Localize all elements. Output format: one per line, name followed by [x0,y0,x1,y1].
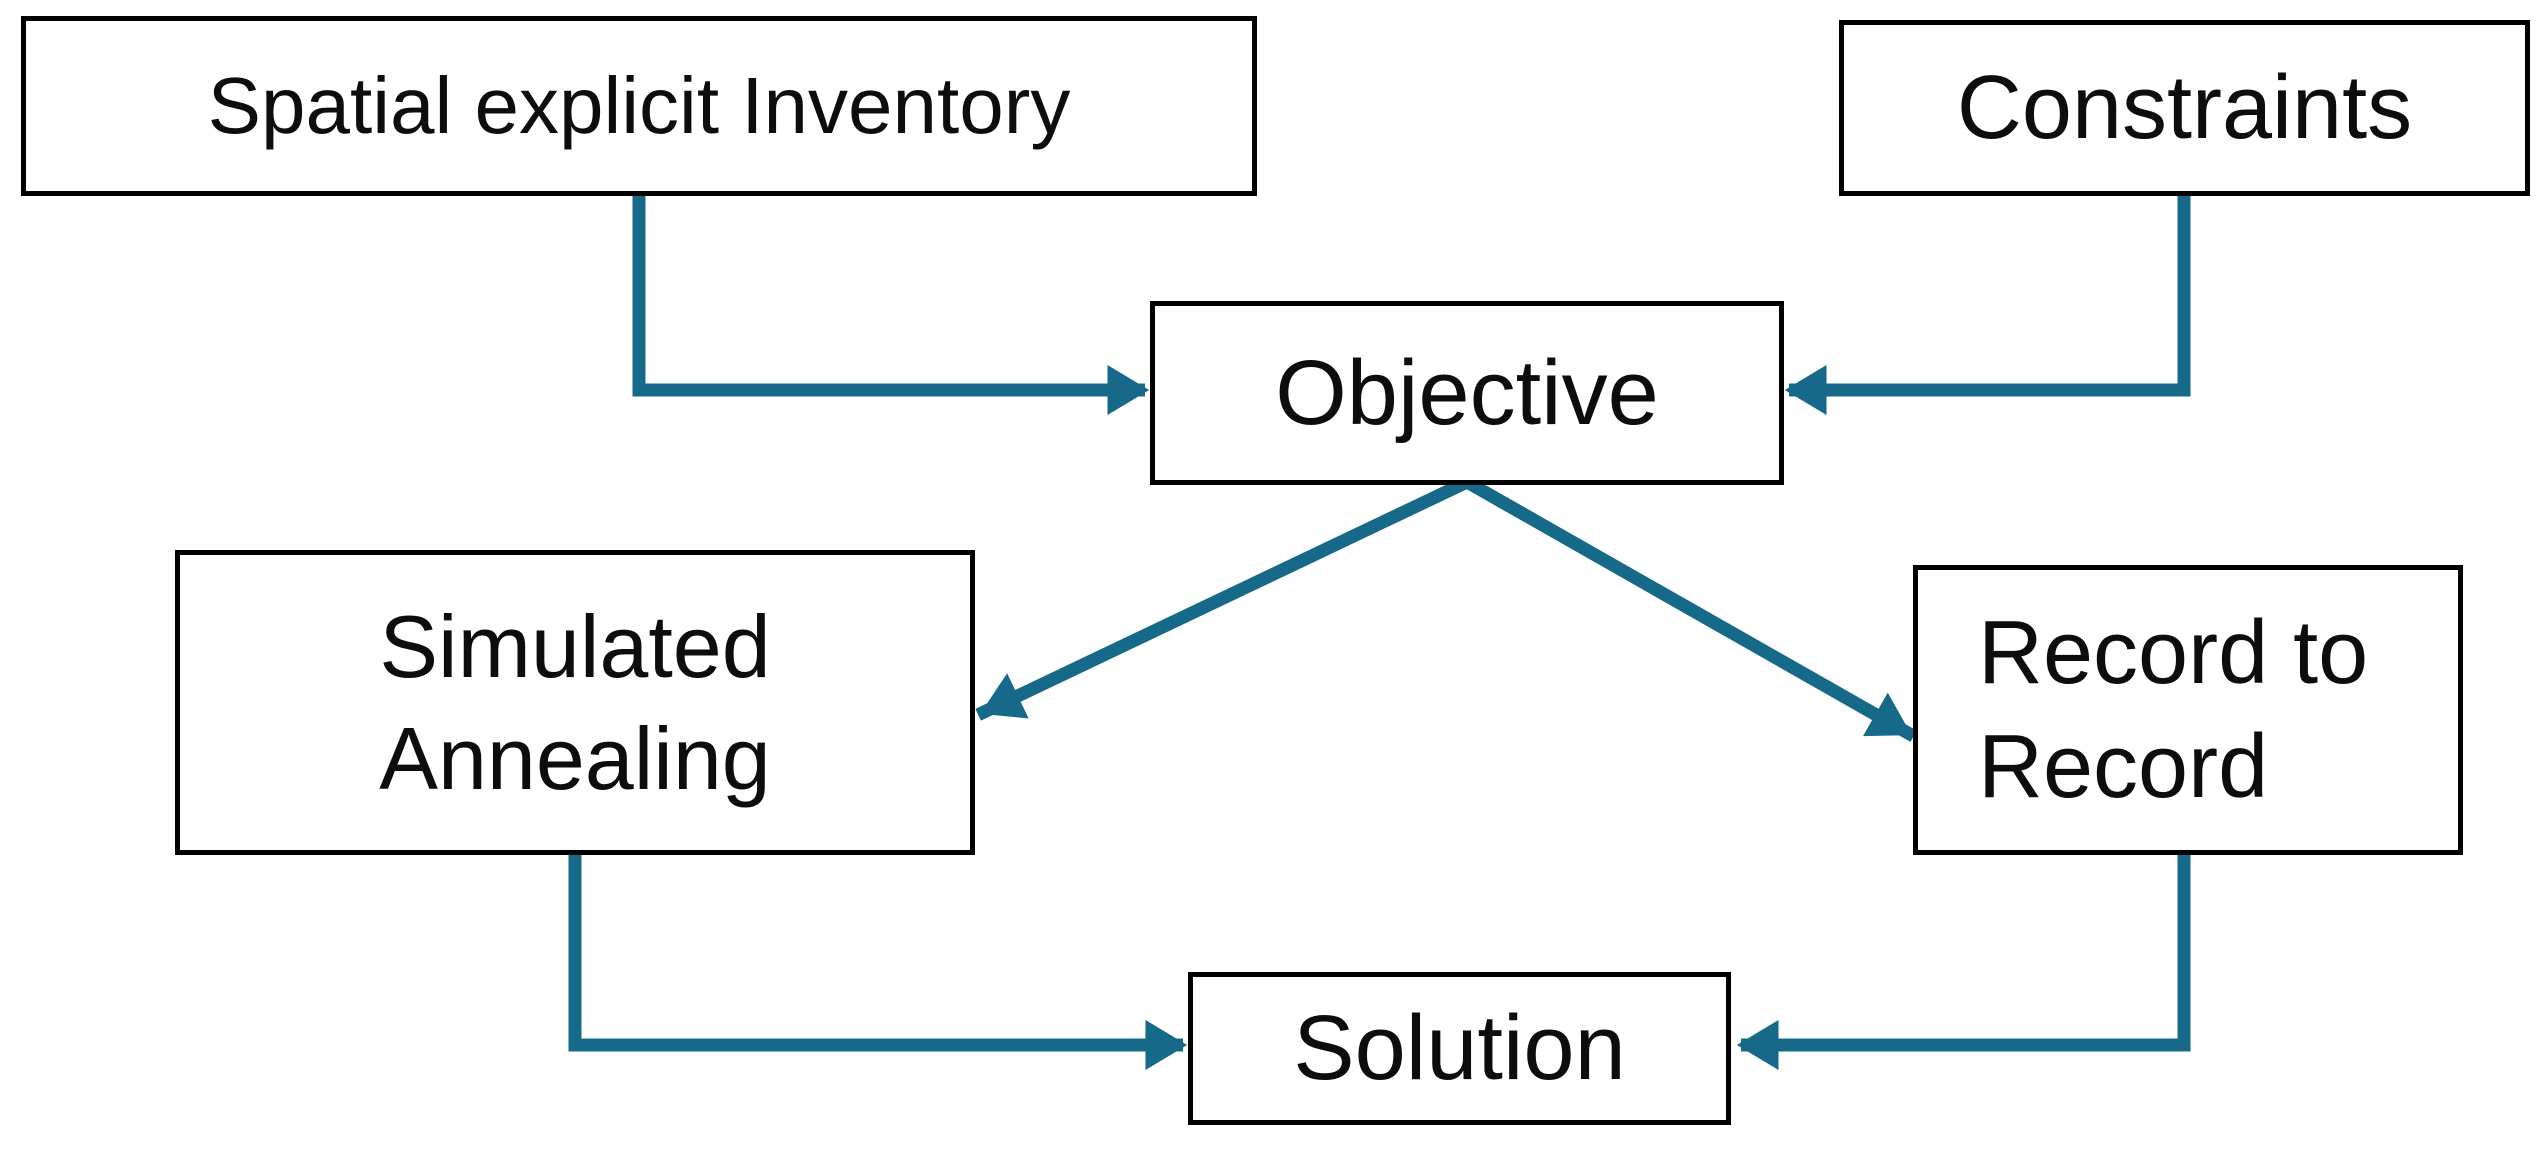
node-record-to-record-label: Record to Record [1978,602,2369,817]
node-simulated-annealing-label: Simulated Annealing [379,596,771,808]
edge-objective-to-record-to-record [1458,473,1917,742]
edge-record-to-record-to-solution [1736,855,2191,1071]
edge-constraints-to-objective [1784,196,2191,416]
edge-objective-to-simulated-annealing [975,473,1476,721]
node-objective-label: Objective [1275,341,1659,444]
node-solution: Solution [1188,972,1731,1125]
node-spatial-explicit-inventory: Spatial explicit Inventory [21,16,1257,196]
node-constraints: Constraints [1839,20,2530,196]
node-simulated-annealing: Simulated Annealing [175,550,975,855]
node-record-to-record: Record to Record [1913,565,2463,855]
node-objective: Objective [1150,301,1784,485]
edge-spatial-inventory-to-objective [632,196,1150,416]
edge-simulated-annealing-to-solution [568,855,1188,1071]
node-constraints-label: Constraints [1956,57,2413,158]
node-solution-label: Solution [1293,997,1626,1100]
node-spatial-explicit-inventory-label: Spatial explicit Inventory [207,61,1071,151]
